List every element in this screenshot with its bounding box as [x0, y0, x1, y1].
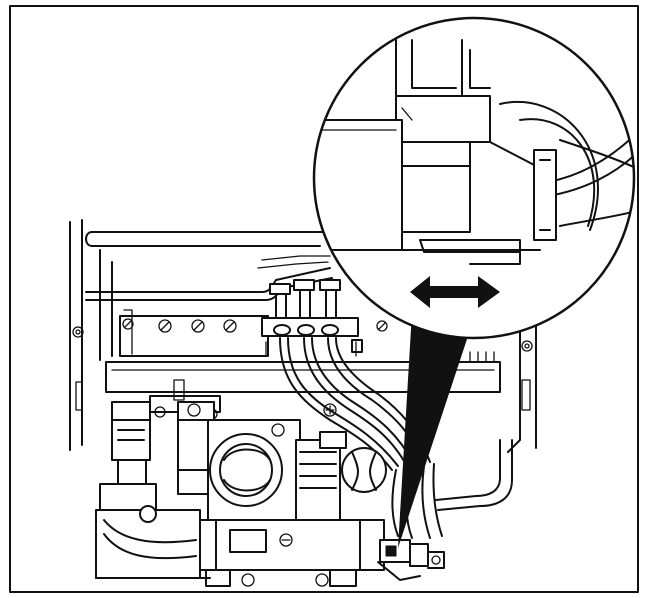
top-pipe: [91, 231, 331, 247]
left-side-panel: [69, 219, 83, 451]
fan-connector-assembly: [95, 401, 211, 579]
callout-pointer: [398, 312, 470, 548]
module-window: [229, 529, 267, 553]
gas-valve: [177, 401, 387, 521]
control-module: [199, 519, 385, 587]
double-headed-arrow-icon: [410, 276, 500, 308]
figure-border: [9, 5, 639, 593]
detail-connector: [533, 149, 557, 241]
boiler-body: [69, 219, 537, 587]
bracket-bolts: [122, 318, 237, 333]
return-pipe: [435, 439, 501, 501]
ignition-electrodes: [261, 279, 359, 357]
magnified-detail-circle: [312, 16, 636, 340]
burner-housing-left: [99, 249, 113, 361]
burner-bracket: [119, 315, 269, 357]
solenoid-coil: [341, 447, 387, 493]
burner-tray: [105, 361, 501, 393]
detail-housing: [314, 119, 403, 251]
